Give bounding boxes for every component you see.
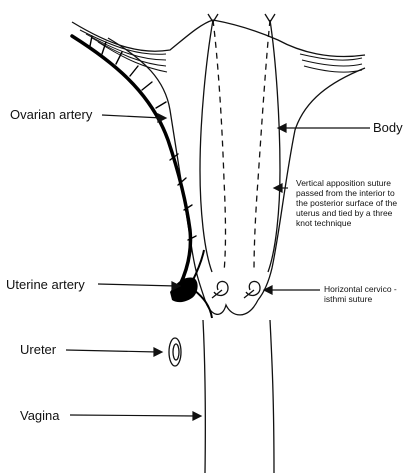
horizontal-suture-loops [212,281,260,298]
label-vertical-suture-line-4: uterus and tied by a three [296,208,393,218]
label-vertical-suture-line-2: passed from the interior to [296,188,395,198]
label-horizontal-suture-line-2: isthmi suture [324,294,372,304]
label-horizontal-suture: Horizontal cervico - isthmi suture [324,284,397,304]
uterus-outline [72,20,365,473]
label-vertical-suture-line-3: the posterior surface of the [296,198,397,208]
label-body: Body [373,120,403,135]
label-vertical-suture: Vertical apposition suture passed from t… [296,178,397,228]
vertical-sutures [200,14,280,272]
label-ureter: Ureter [20,342,57,357]
label-vertical-suture-line-1: Vertical apposition suture [296,178,391,188]
label-uterine-artery: Uterine artery [6,277,85,292]
label-vertical-suture-line-5: knot technique [296,218,352,228]
ureter-shape [169,338,181,366]
label-ovarian-artery: Ovarian artery [10,107,93,122]
pointer-arrows [66,114,370,420]
label-horizontal-suture-line-1: Horizontal cervico - [324,284,397,294]
label-vagina: Vagina [20,408,60,423]
